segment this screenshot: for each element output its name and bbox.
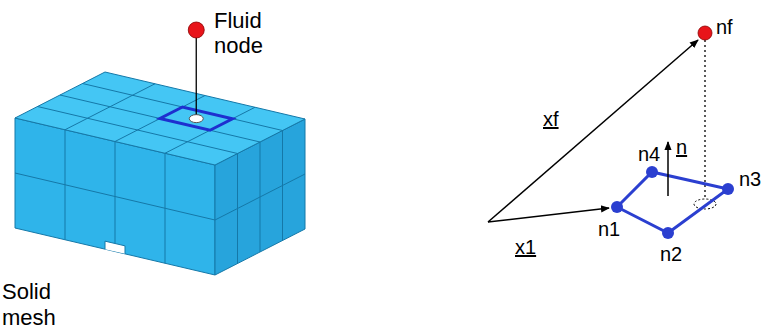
vector-label: x1 <box>515 236 536 259</box>
fluid-node-dot <box>188 22 204 38</box>
node-dot <box>662 227 674 239</box>
node-label: nf <box>716 16 733 39</box>
solid-mesh-label: Solid mesh <box>2 279 74 330</box>
mesh-line <box>83 84 283 131</box>
vector-x1 <box>488 208 609 222</box>
surface-element <box>488 26 734 239</box>
node-label: n1 <box>598 218 620 241</box>
normal-arrow <box>667 142 669 196</box>
solid-mesh <box>15 22 305 275</box>
vector-label: xf <box>543 108 559 131</box>
face-outline <box>617 172 728 233</box>
vector-xf <box>488 40 698 222</box>
fluid-node-label: Fluid node <box>214 8 286 59</box>
normal-label: n <box>676 136 687 159</box>
mesh-top-face <box>15 72 305 165</box>
node-label: n3 <box>739 168 761 191</box>
mesh-line <box>15 173 305 220</box>
node-dot <box>611 201 623 213</box>
projection-line <box>704 40 705 199</box>
mesh-notch <box>105 241 125 254</box>
node-dot <box>646 166 658 178</box>
node-dot <box>722 183 734 195</box>
projection-line <box>196 36 197 119</box>
node-label: n2 <box>660 243 682 266</box>
fluid-node-dot <box>698 26 712 40</box>
node-label: n4 <box>638 143 660 166</box>
projection-point <box>189 115 203 123</box>
